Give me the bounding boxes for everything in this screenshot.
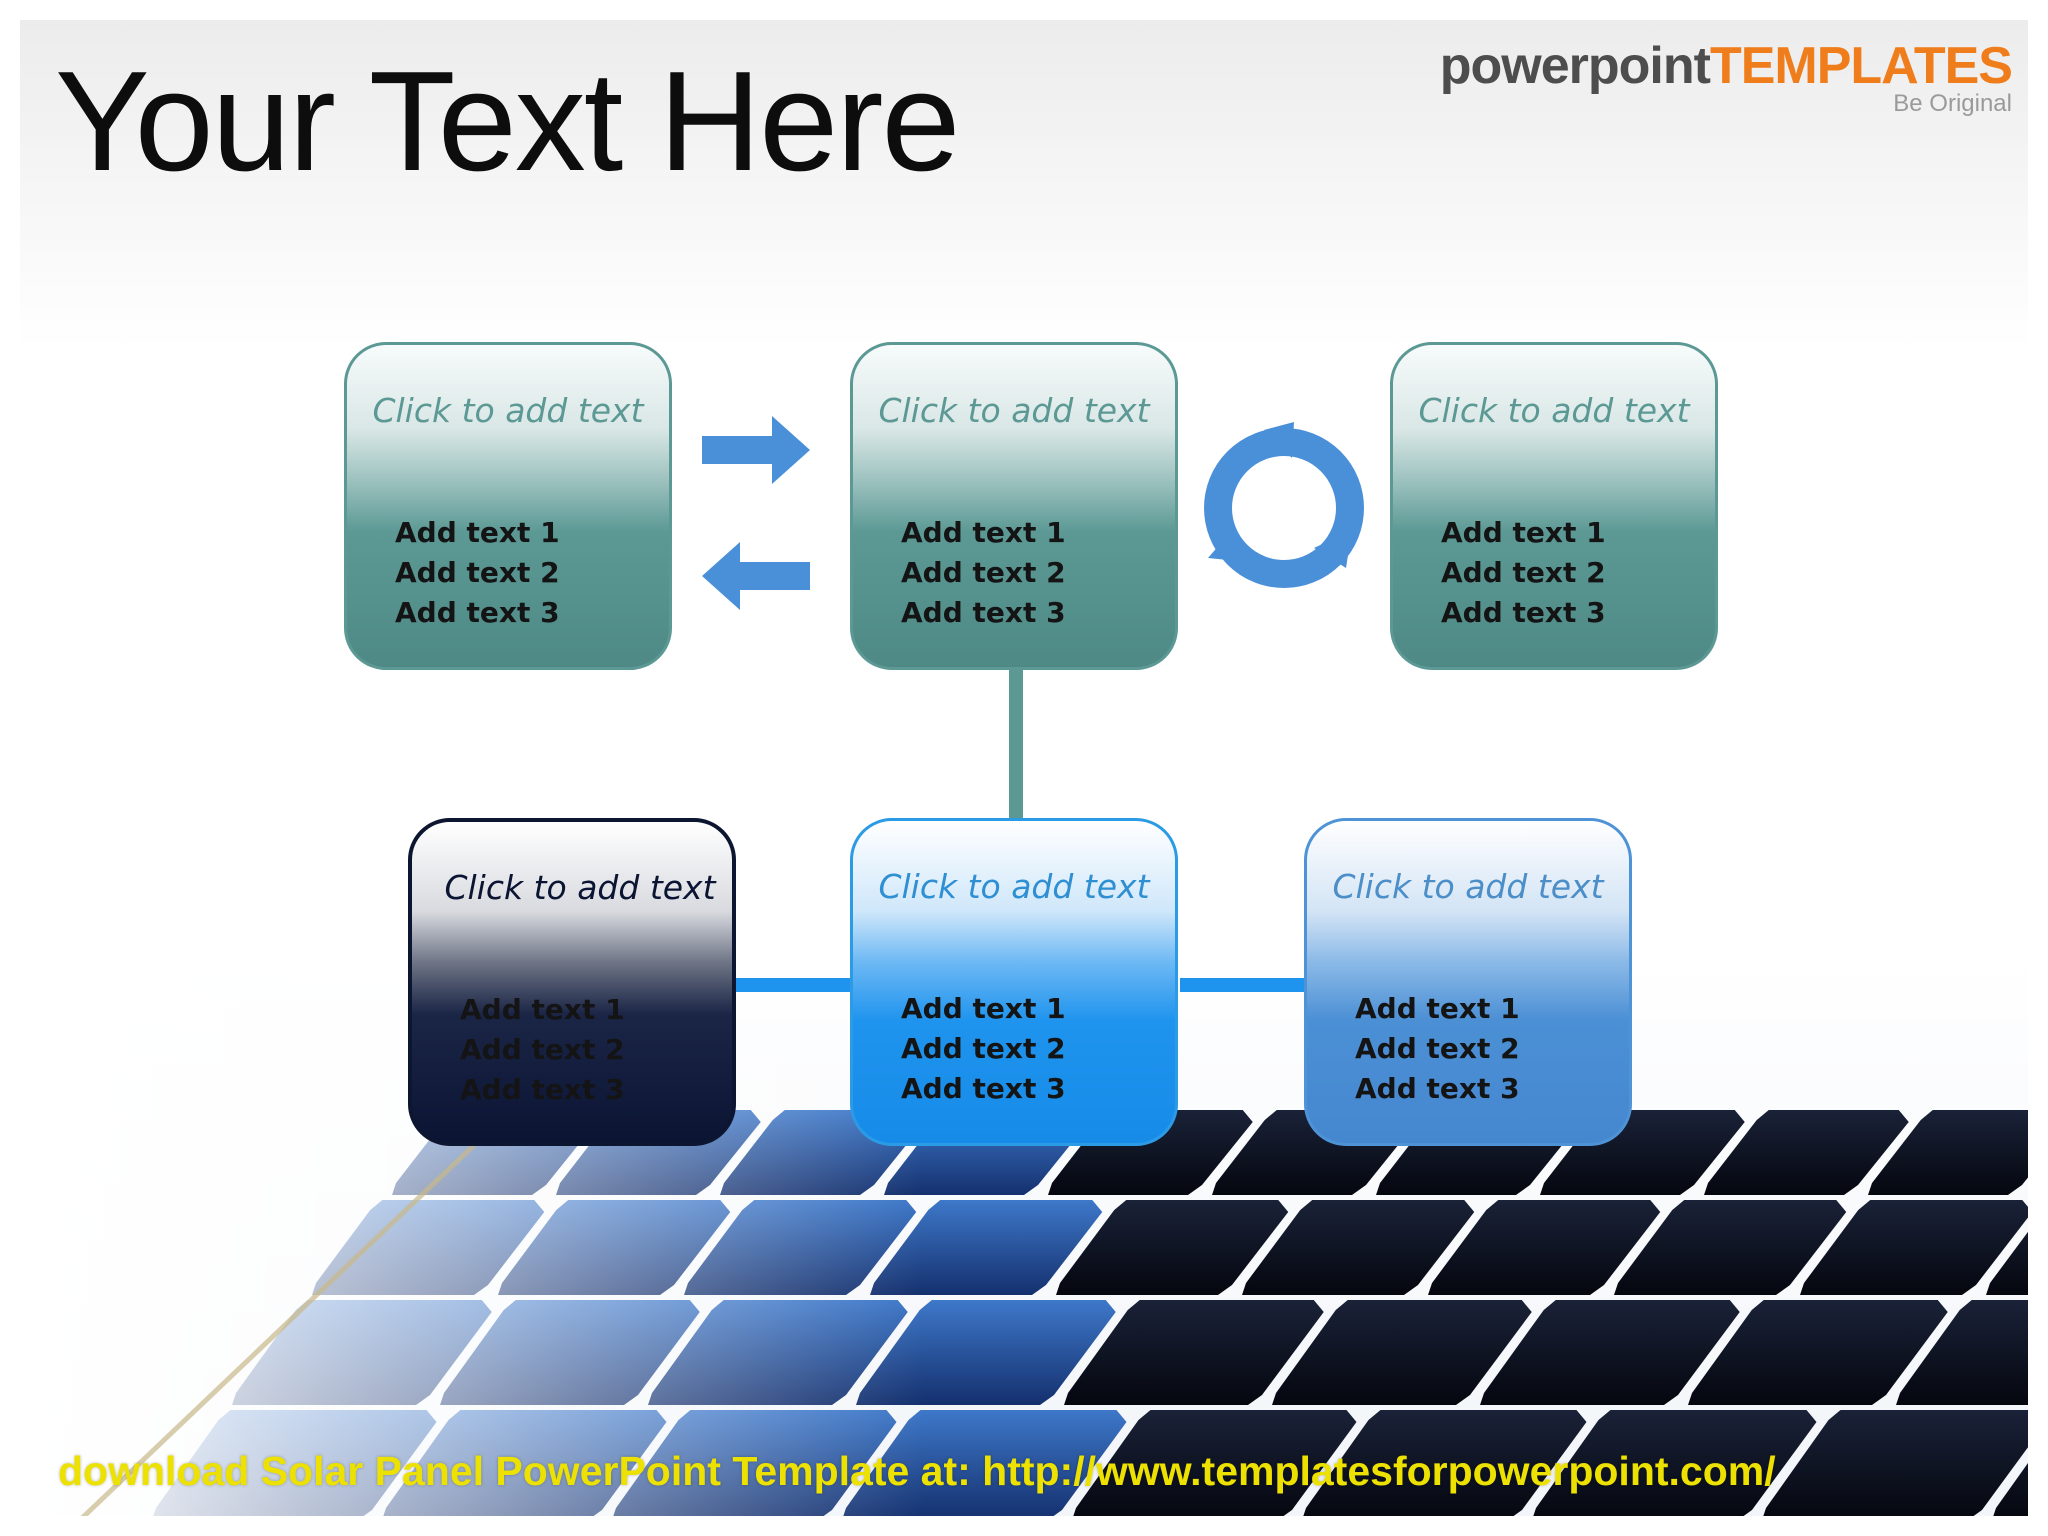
box-item[interactable]: Add text 1 <box>460 993 625 1026</box>
slide: Your Text Here powerpointTEMPLATES Be Or… <box>20 20 2028 1516</box>
box-heading[interactable]: Click to add text <box>1332 867 1604 906</box>
diagram-box-3[interactable]: Click to add text Add text 1 Add text 2 … <box>1390 342 1718 670</box>
box-item[interactable]: Add text 2 <box>1441 556 1606 589</box>
box-item-list: Add text 1 Add text 2 Add text 3 <box>460 990 625 1110</box>
diagram-box-4[interactable]: Click to add text Add text 1 Add text 2 … <box>408 818 736 1146</box>
slide-title[interactable]: Your Text Here <box>55 42 960 201</box>
box-item-list: Add text 1 Add text 2 Add text 3 <box>395 513 560 633</box>
horizontal-connector-right <box>1180 978 1320 992</box>
download-footer-link[interactable]: download Solar Panel PowerPoint Template… <box>58 1448 1776 1494</box>
box-item[interactable]: Add text 1 <box>901 992 1066 1025</box>
logo-brand-part1: powerpoint <box>1439 37 1711 95</box>
logo-brand-part2: TEMPLATES <box>1709 37 2013 95</box>
box-heading[interactable]: Click to add text <box>372 391 644 430</box>
box-heading[interactable]: Click to add text <box>444 868 716 907</box>
box-item[interactable]: Add text 3 <box>901 596 1066 629</box>
box-heading[interactable]: Click to add text <box>878 867 1150 906</box>
diagram-box-5[interactable]: Click to add text Add text 1 Add text 2 … <box>850 818 1178 1146</box>
box-item-list: Add text 1 Add text 2 Add text 3 <box>1355 989 1520 1109</box>
box-item-list: Add text 1 Add text 2 Add text 3 <box>1441 513 1606 633</box>
box-item[interactable]: Add text 2 <box>901 1032 1066 1065</box>
left-arrow-icon <box>702 542 810 610</box>
box-item-list: Add text 1 Add text 2 Add text 3 <box>901 989 1066 1109</box>
diagram-box-1[interactable]: Click to add text Add text 1 Add text 2 … <box>344 342 672 670</box>
box-item[interactable]: Add text 2 <box>460 1033 625 1066</box>
vertical-connector <box>1009 670 1023 842</box>
logo: powerpointTEMPLATES Be Original <box>1439 36 2013 118</box>
horizontal-connector-left <box>734 978 864 992</box>
box-item[interactable]: Add text 1 <box>901 516 1066 549</box>
diagram-box-6[interactable]: Click to add text Add text 1 Add text 2 … <box>1304 818 1632 1146</box>
logo-tagline: Be Original <box>1893 90 2012 117</box>
box-item-list: Add text 1 Add text 2 Add text 3 <box>901 513 1066 633</box>
box-heading[interactable]: Click to add text <box>878 391 1150 430</box>
box-item[interactable]: Add text 1 <box>1355 992 1520 1025</box>
box-item[interactable]: Add text 2 <box>395 556 560 589</box>
box-item[interactable]: Add text 1 <box>395 516 560 549</box>
box-item[interactable]: Add text 3 <box>395 596 560 629</box>
box-item[interactable]: Add text 3 <box>460 1073 625 1106</box>
box-item[interactable]: Add text 1 <box>1441 516 1606 549</box>
box-item[interactable]: Add text 3 <box>901 1072 1066 1105</box>
right-arrow-icon <box>702 416 810 484</box>
box-item[interactable]: Add text 3 <box>1441 596 1606 629</box>
cycle-arrows-icon <box>1204 422 1364 588</box>
solar-panel-background <box>20 920 2028 1516</box>
box-item[interactable]: Add text 3 <box>1355 1072 1520 1105</box>
box-item[interactable]: Add text 2 <box>901 556 1066 589</box>
box-heading[interactable]: Click to add text <box>1418 391 1690 430</box>
diagram-box-2[interactable]: Click to add text Add text 1 Add text 2 … <box>850 342 1178 670</box>
box-item[interactable]: Add text 2 <box>1355 1032 1520 1065</box>
